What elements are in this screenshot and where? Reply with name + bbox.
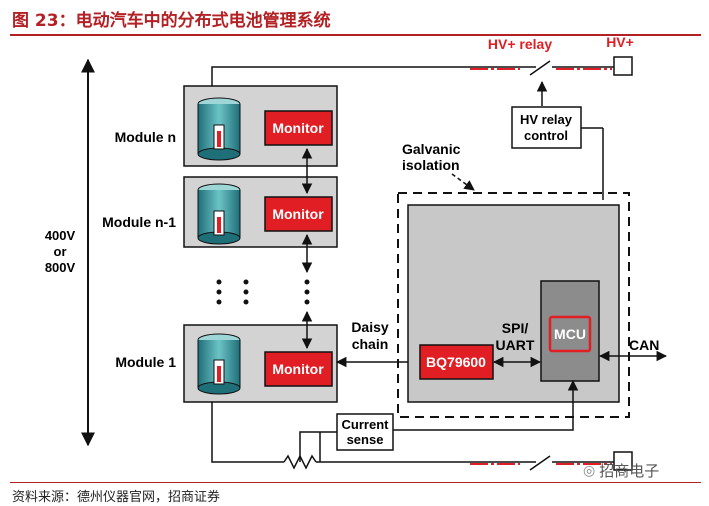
voltage-label-1: 400V: [45, 228, 76, 243]
module-1: Monitor Module 1: [115, 324, 338, 403]
current-sense-line2: sense: [347, 432, 384, 447]
module-n-1-label: Module n-1: [102, 214, 176, 230]
spi-uart-line2: UART: [496, 337, 535, 353]
brand-watermark: ◎ 招商电子: [583, 460, 659, 481]
current-sense-box: [336, 413, 394, 451]
galvanic-line1: Galvanic: [402, 141, 461, 157]
title-divider: [10, 34, 701, 36]
module-1-label: Module 1: [115, 354, 176, 370]
monitor-n-1-label: Monitor: [272, 206, 324, 222]
ellipsis-dots: [216, 279, 310, 305]
spi-uart-line1: SPI/: [502, 320, 529, 336]
figure-title: 图 23：电动汽车中的分布式电池管理系统: [12, 11, 331, 31]
hv-plus-label: HV+: [606, 34, 634, 50]
footer-divider: [10, 482, 701, 483]
hv-relay-control-line1: HV relay: [520, 112, 573, 127]
monitor-1-label: Monitor: [272, 361, 324, 377]
hv-minus-relay-switch: [529, 455, 551, 471]
monitor-n-label: Monitor: [272, 120, 324, 136]
wechat-icon: ◎: [583, 462, 596, 479]
hv-relay-switch: [529, 60, 551, 76]
voltage-label-2: or: [54, 244, 67, 259]
daisy-chain-line2: chain: [352, 336, 389, 352]
module-n-label: Module n: [115, 129, 176, 145]
monitor-1: [264, 351, 333, 387]
current-sense-line1: Current: [342, 417, 390, 432]
source-note: 资料来源：德州仪器官网，招商证券: [12, 490, 221, 505]
daisy-chain-line1: Daisy: [351, 319, 389, 335]
galvanic-isolation-boundary: [397, 192, 630, 418]
hv-relay-label: HV+ relay: [488, 36, 552, 52]
brand-name: 招商电子: [599, 462, 660, 480]
module-n-1: Monitor Module n-1: [102, 176, 338, 248]
bq79600-label: BQ79600: [426, 354, 486, 370]
mcu-label: MCU: [554, 326, 586, 342]
monitor-n-1: [264, 196, 333, 232]
hv-minus-terminal: [613, 451, 633, 471]
mcu-chip: [548, 315, 592, 353]
voltage-label-3: 800V: [45, 260, 76, 275]
module-n: Monitor Module n: [115, 85, 338, 167]
monitor-n: [264, 110, 333, 146]
bq79600-chip: [419, 344, 494, 380]
can-label: CAN: [629, 337, 659, 353]
shunt-resistor: [283, 454, 317, 470]
hv-plus-terminal: [613, 56, 633, 76]
hv-relay-control-line2: control: [524, 128, 568, 143]
galvanic-line2: isolation: [402, 157, 460, 173]
